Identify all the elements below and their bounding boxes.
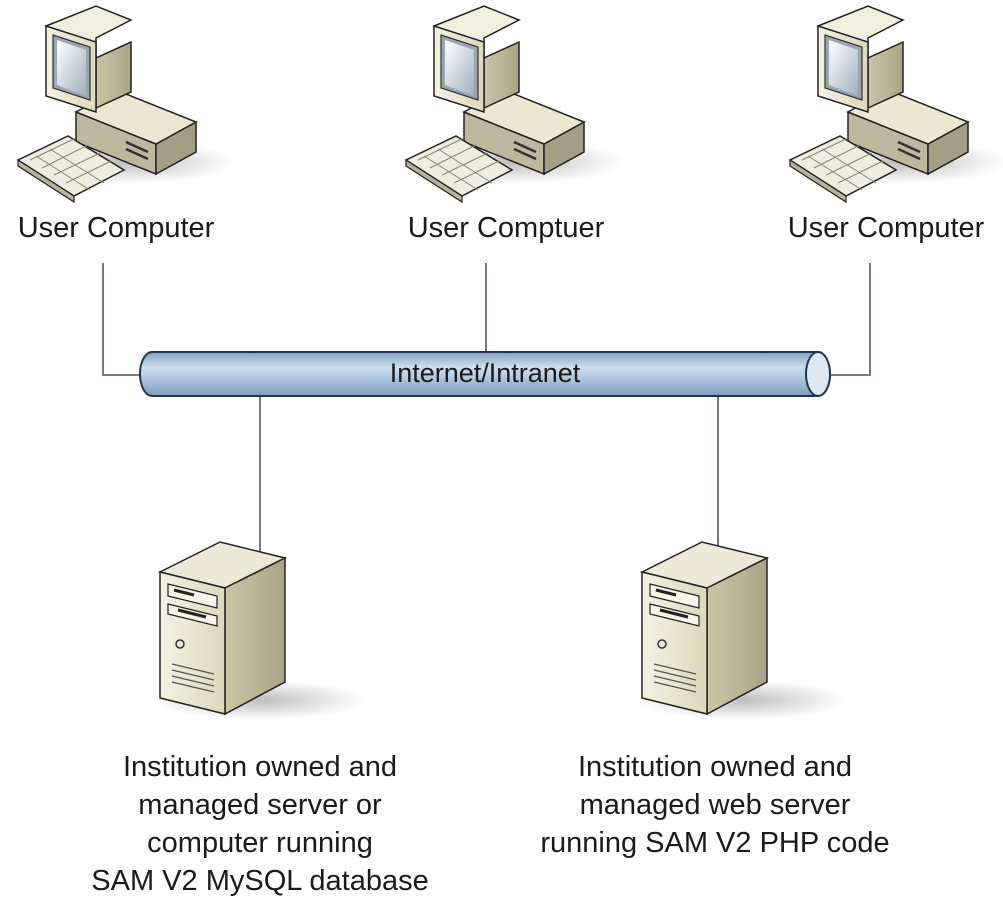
database-server-label: Institution owned and managed server or … — [50, 748, 470, 900]
web-server-icon — [635, 540, 849, 722]
user-computer-icon-2 — [402, 4, 626, 204]
connector-lines — [102, 263, 871, 553]
database-server-label-line-4: SAM V2 MySQL database — [91, 865, 429, 897]
database-server-label-line-1: Institution owned and — [122, 751, 398, 783]
user-computer-icon-1 — [14, 4, 238, 204]
database-server-label-line-3: computer running — [147, 827, 373, 859]
web-server-label: Institution owned and managed web server… — [505, 748, 925, 862]
user-computer-label-2: User Comptuer — [407, 212, 605, 244]
database-server-label-line-2: managed server or — [138, 789, 382, 821]
database-server-icon — [153, 540, 367, 722]
web-server-label-line-2: managed web server — [579, 789, 851, 821]
internet-intranet-pipe — [139, 351, 831, 397]
link-pc-1 — [102, 263, 145, 376]
web-server-label-line-1: Institution owned and — [577, 751, 853, 783]
network-label: Internet/Intranet — [389, 358, 581, 388]
user-computer-icon-3 — [786, 4, 1003, 204]
user-computer-label-1: User Computer — [17, 212, 215, 244]
link-pc-3 — [828, 263, 871, 376]
user-computer-label-3: User Computer — [787, 212, 985, 244]
web-server-label-line-3: running SAM V2 PHP code — [540, 827, 890, 859]
